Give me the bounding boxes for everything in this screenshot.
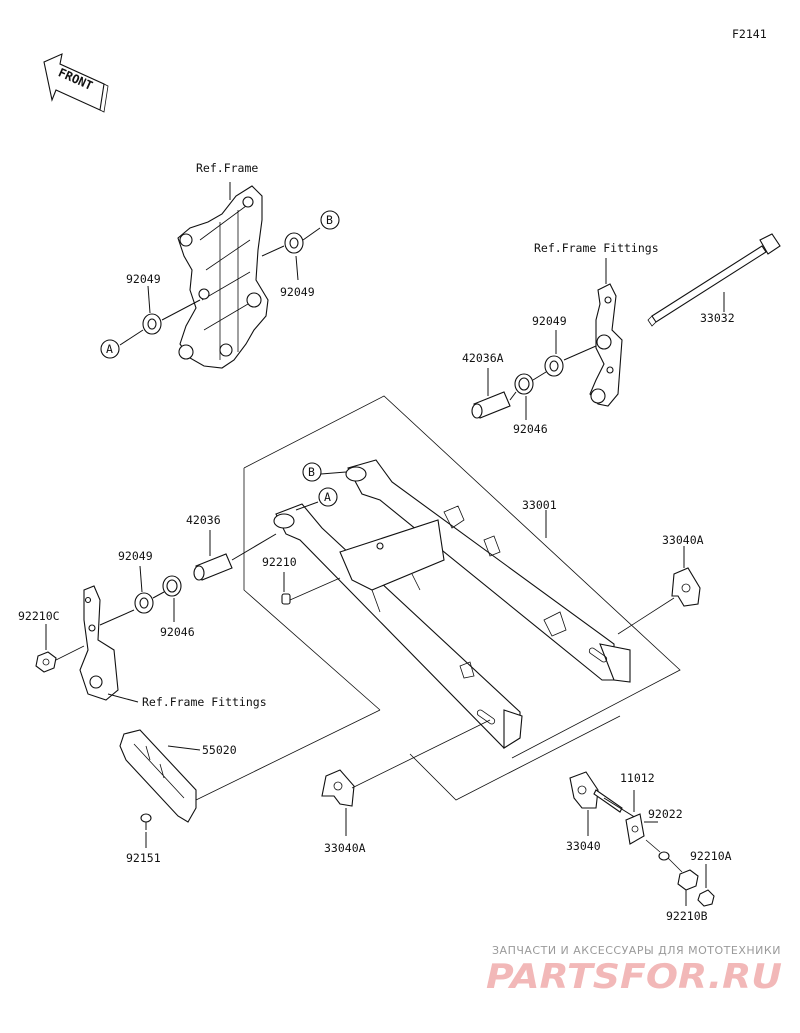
label-55020: 55020 [202, 743, 237, 757]
washer-part [284, 232, 304, 254]
guard-55020-part [119, 729, 197, 823]
svg-text:B: B [326, 213, 333, 227]
callout-b-bottom: B [302, 462, 322, 482]
label-92210c: 92210C [18, 609, 60, 623]
label-ref-frame: Ref.Frame [196, 161, 258, 175]
washer-part [134, 592, 154, 614]
label-33040a-right: 33040A [662, 533, 704, 547]
watermark-tagline: ЗАПЧАСТИ И АКСЕССУАРЫ ДЛЯ МОТОТЕХНИКИ [492, 944, 781, 957]
collar-42036a-part [471, 391, 511, 419]
chain-adjuster-33040a-right-part [671, 567, 701, 607]
label-92046-b: 92046 [160, 625, 195, 639]
label-42036: 42036 [186, 513, 221, 527]
svg-text:A: A [324, 490, 331, 504]
frame-bracket-part [177, 185, 269, 369]
front-arrow-icon: FRONT [43, 53, 109, 113]
washer-part [544, 355, 564, 377]
label-92022: 92022 [648, 807, 683, 821]
axle-33032-part [647, 233, 781, 327]
washer-small-part [658, 851, 670, 861]
nut-92210a-part [697, 889, 715, 907]
chain-adjuster-33040a-bottom-part [321, 769, 355, 807]
bolt-11012-part [603, 797, 637, 819]
label-ref-frame-fittings-top: Ref.Frame Fittings [534, 241, 659, 255]
nut-92210c-part [35, 651, 57, 673]
label-33040: 33040 [566, 839, 601, 853]
svg-text:B: B [308, 465, 315, 479]
chain-adjuster-33040-part [569, 771, 623, 813]
label-92049-b: 92049 [280, 285, 315, 299]
callout-b-top: B [320, 210, 340, 230]
fittings-bracket-left-part [79, 585, 119, 701]
label-92049-a: 92049 [126, 272, 161, 286]
fittings-bracket-part [589, 283, 623, 407]
label-92049-d: 92049 [118, 549, 153, 563]
nut-92210b-part [677, 869, 699, 891]
label-92210a: 92210A [690, 849, 732, 863]
swingarm-33001-part [273, 459, 631, 749]
bearing-part [514, 373, 534, 395]
washer-part [142, 313, 162, 335]
collar-42036-part [193, 553, 233, 581]
plate-92022-part [625, 813, 645, 845]
label-92151: 92151 [126, 851, 161, 865]
callout-a-top: A [100, 339, 120, 359]
diagram-code: F2141 [732, 27, 767, 41]
label-42036a: 42036A [462, 351, 504, 365]
callout-a-bottom: A [318, 487, 338, 507]
bolt-92210-part [281, 593, 291, 605]
screw-92151-part [140, 813, 152, 830]
label-92210: 92210 [262, 555, 297, 569]
label-92046-a: 92046 [513, 422, 548, 436]
label-11012: 11012 [620, 771, 655, 785]
label-92210b: 92210B [666, 909, 708, 923]
svg-text:A: A [106, 342, 113, 356]
label-33040a-bottom: 33040A [324, 841, 366, 855]
label-33001: 33001 [522, 498, 557, 512]
label-33032: 33032 [700, 311, 735, 325]
label-92049-c: 92049 [532, 314, 567, 328]
watermark-logo: PARTSFOR.RU [486, 957, 782, 997]
label-ref-frame-fittings-left: Ref.Frame Fittings [142, 695, 267, 709]
bearing-part [162, 575, 182, 597]
